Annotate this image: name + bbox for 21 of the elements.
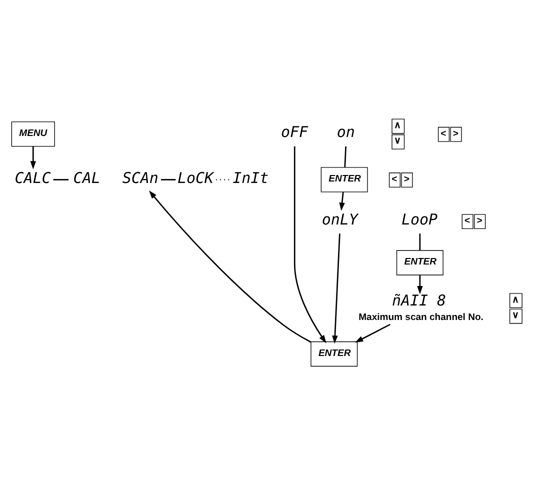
node-text: onLY <box>322 210 358 228</box>
node-text: oFF <box>281 123 308 142</box>
label: > <box>404 174 410 185</box>
label: ∨ <box>394 136 402 147</box>
node-text: InIt <box>232 168 269 187</box>
node-text: LoCK <box>177 168 214 187</box>
node-text: ñAII 8 <box>392 291 446 310</box>
node-text: CALC <box>14 168 51 187</box>
label: < <box>392 174 398 185</box>
label: < <box>440 128 446 140</box>
label: < <box>464 215 470 226</box>
node-label: Maximum scan channel No. <box>358 312 484 324</box>
label: ∨ <box>512 310 519 322</box>
label: ∧ <box>394 120 402 132</box>
node-text: LooP <box>402 210 438 228</box>
node-text: on <box>336 123 355 142</box>
node-text: CAL <box>73 168 100 187</box>
label: > <box>476 215 482 226</box>
label: > <box>452 128 459 140</box>
label: ∧ <box>512 294 519 306</box>
node-text: SCAn <box>122 168 158 187</box>
